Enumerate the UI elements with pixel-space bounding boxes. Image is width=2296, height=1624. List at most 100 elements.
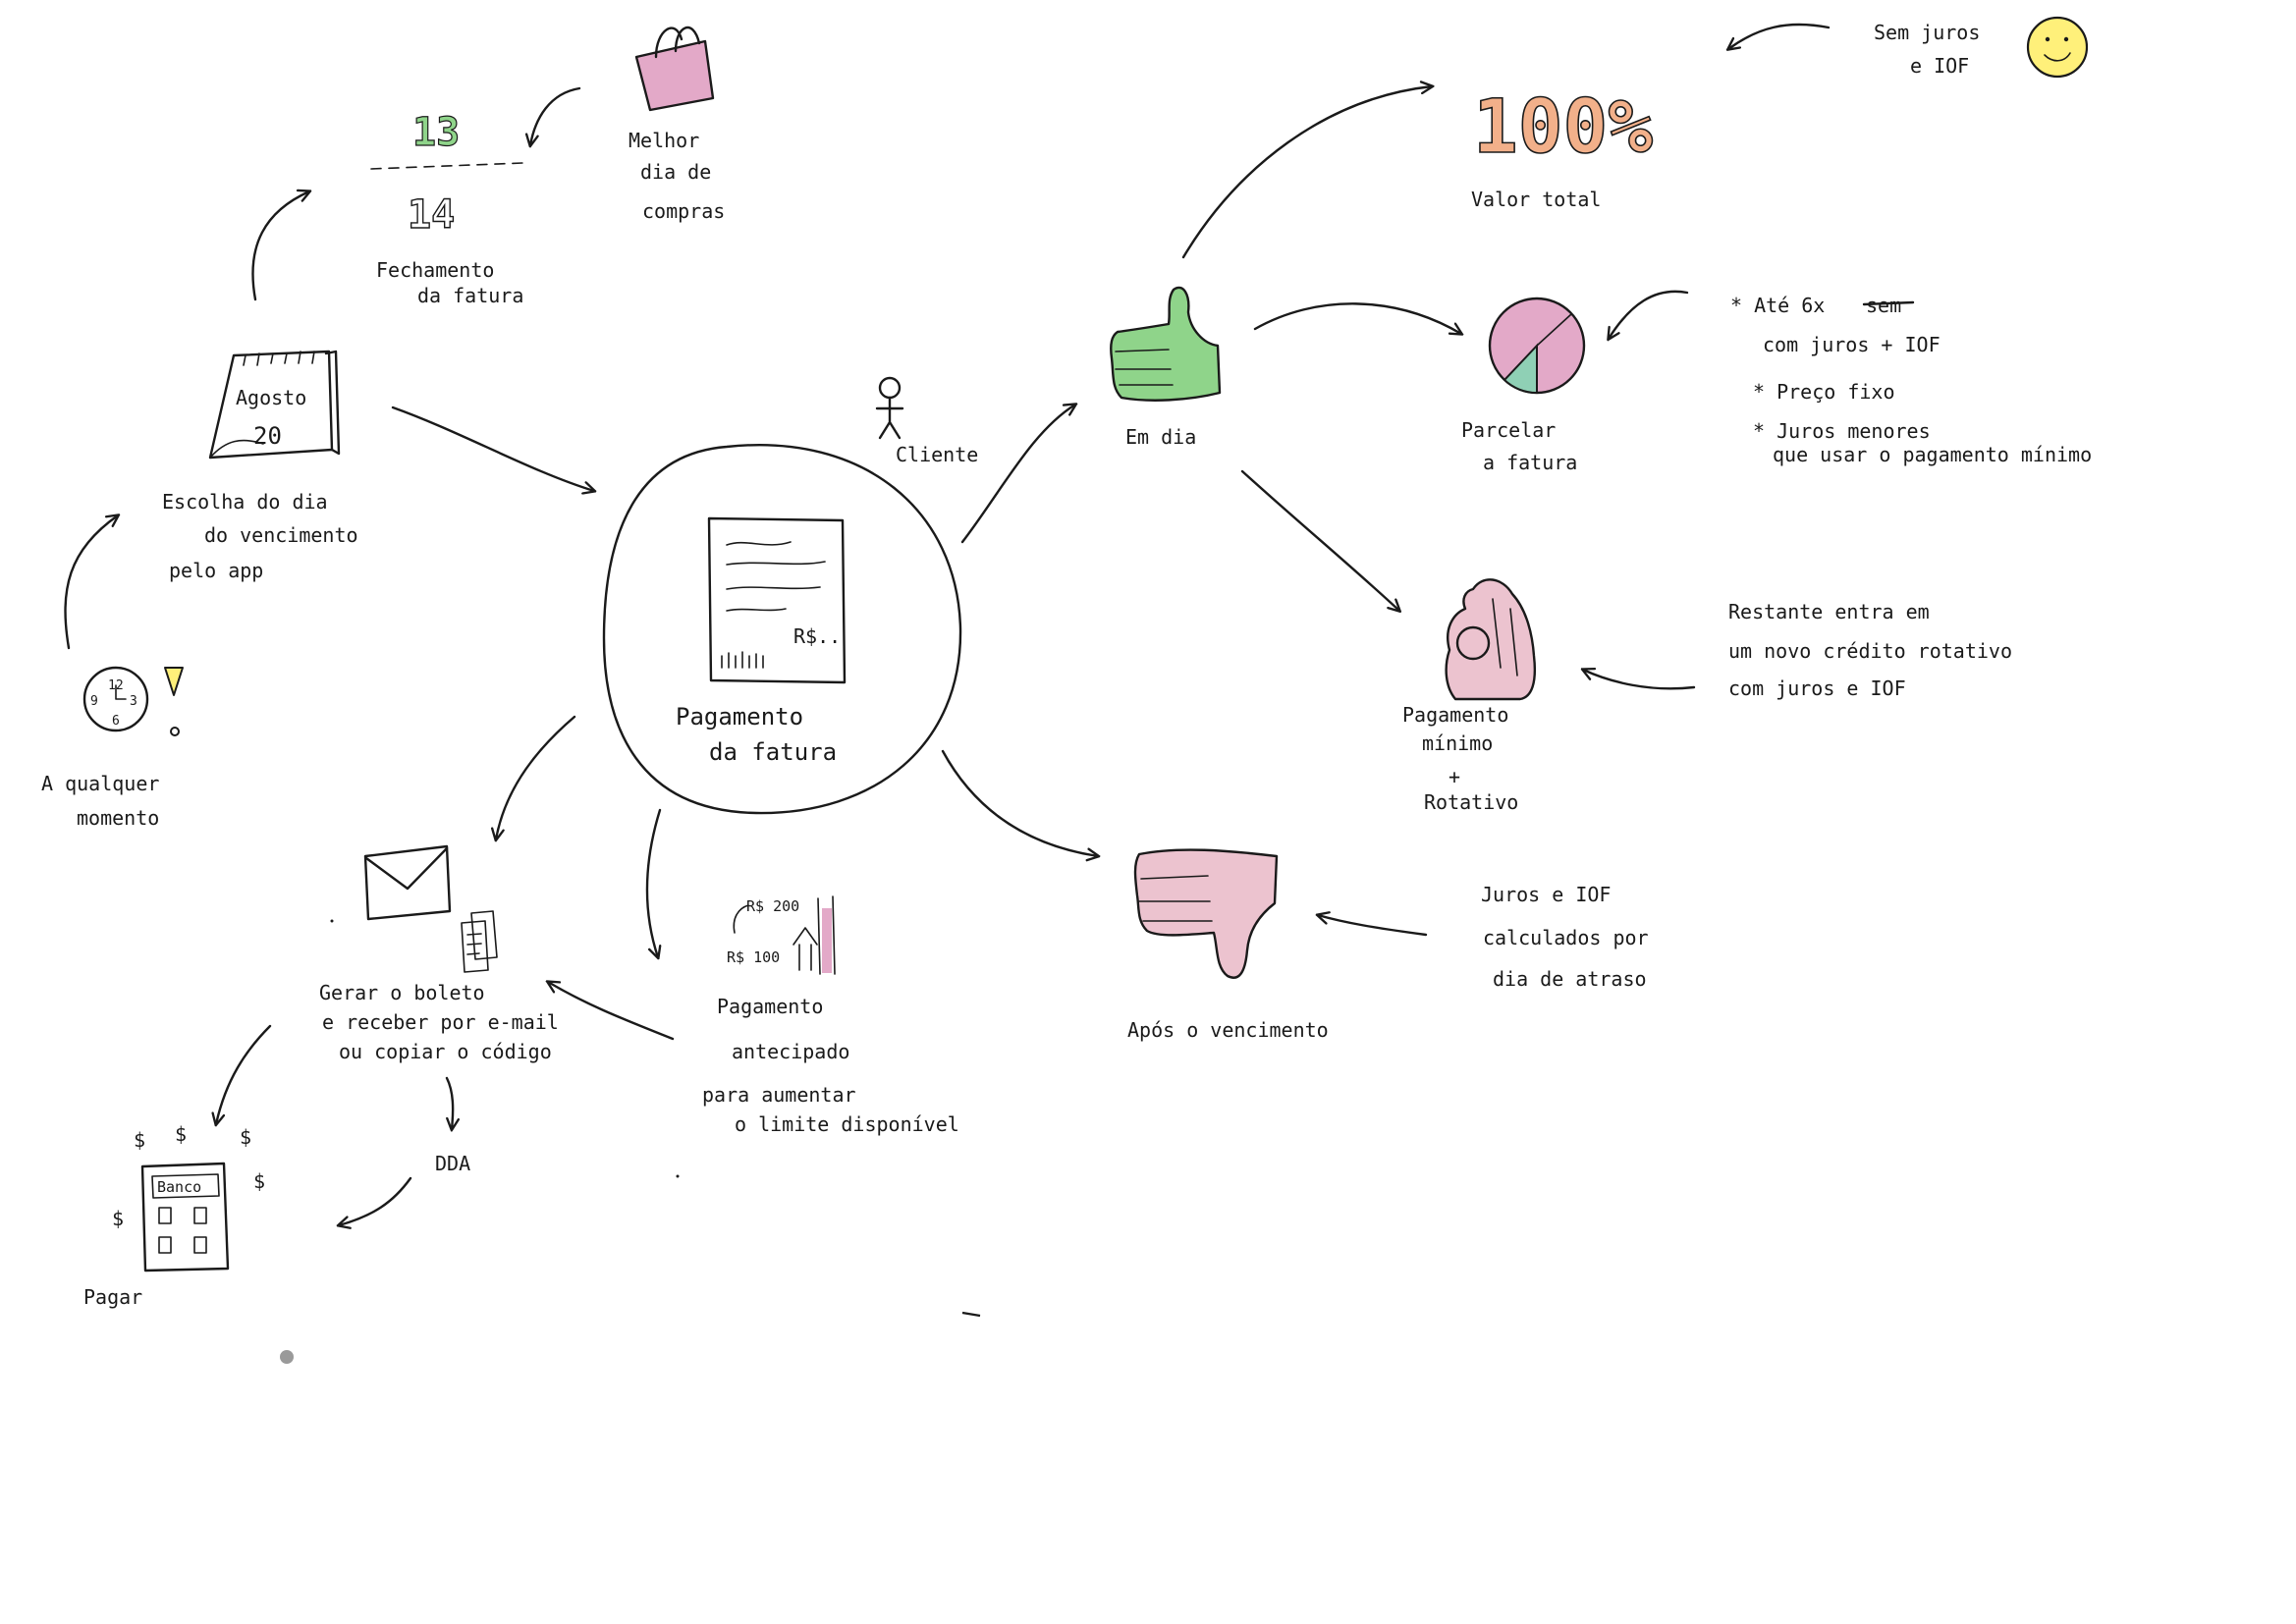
after-due-node: Após o vencimento Juros e IOF calculados… (1127, 848, 1649, 1042)
advance-node: R$ 200 R$ 100 Pagamento antecipado para … (702, 895, 959, 1136)
invoice-amount: R$.. (793, 624, 841, 648)
client-figure: Cliente (875, 376, 978, 466)
best-day-line2: dia de (640, 160, 711, 184)
arrow-note-to-afterdue (1318, 915, 1428, 937)
document-copy-icon (461, 910, 498, 973)
calendar-month: Agosto (236, 386, 306, 409)
closing-divider (370, 162, 523, 170)
installments-note-crossed: sem (1866, 294, 1901, 317)
limit-bar-icon: R$ 200 R$ 100 (727, 895, 836, 975)
center-circle (602, 444, 962, 815)
installments-strike (1862, 300, 1915, 306)
clock-icon: 12 3 6 9 (82, 666, 149, 732)
arrow-ontime-to-installments (1253, 302, 1461, 334)
full-payment-node: 100% Valor total Sem juros e IOF (1471, 16, 2089, 211)
full-label: Valor total (1471, 188, 1601, 211)
best-day-node: Melhor dia de compras (629, 26, 725, 223)
clock-3: 3 (130, 694, 137, 709)
best-day-line3: compras (642, 199, 725, 223)
installments-note-line5: que usar o pagamento mínimo (1773, 443, 2092, 466)
clock-6: 6 (112, 714, 120, 729)
dda-label: DDA (435, 1152, 470, 1175)
minimum-line3: Rotativo (1424, 790, 1518, 814)
installments-line1: Parcelar (1461, 418, 1556, 442)
boleto-line1: Gerar o boleto (319, 981, 485, 1004)
bank-node: Banco $ $ $ $ $ Pagar (83, 1122, 265, 1309)
bank-building-icon: Banco (140, 1162, 230, 1272)
arrow-boleto-to-dda (445, 1076, 453, 1129)
minimum-line1: Pagamento (1402, 703, 1508, 727)
center-title-line1: Pagamento (676, 703, 803, 731)
on-time-label: Em dia (1125, 425, 1196, 449)
advance-line1: Pagamento (717, 995, 823, 1018)
advance-line3: para aumentar (702, 1083, 856, 1107)
best-day-line1: Melhor (629, 129, 699, 152)
calendar-label-line1: Escolha do dia (162, 490, 328, 514)
anytime-node: 12 3 6 9 A qualquer momento (41, 666, 184, 830)
arrow-note-to-minimum (1583, 670, 1696, 690)
arrow-advance-to-boleto (548, 982, 675, 1041)
after-due-note-line1: Juros e IOF (1481, 883, 1611, 906)
arrow-boleto-to-bank (216, 1024, 272, 1124)
client-head (878, 376, 902, 400)
minimum-node: Pagamento mínimo + Rotativo Restante ent… (1402, 578, 2012, 814)
ok-hand-icon (1445, 578, 1536, 701)
dollar-2: $ (175, 1122, 187, 1146)
dollar-4: $ (112, 1207, 124, 1230)
minimum-plus: + (1449, 765, 1460, 788)
full-note-line2: e IOF (1910, 54, 1969, 78)
envelope-icon (363, 844, 452, 921)
closing-label-line2: da fatura (417, 284, 523, 307)
dollar-1: $ (134, 1128, 145, 1152)
arrow-bestday-to-closing (530, 86, 581, 145)
bank-sign: Banco (157, 1178, 201, 1196)
arrow-center-to-ontime (960, 405, 1075, 544)
installments-note-line3: * Preço fixo (1753, 380, 1895, 404)
calendar-icon: Agosto 20 (208, 350, 341, 460)
advance-top-value: R$ 200 (746, 897, 799, 915)
arrow-dda-to-bank (339, 1176, 412, 1225)
installments-note-line1: * Até 6x (1730, 294, 1825, 317)
shopping-bag-icon (634, 26, 715, 112)
closing-node: 13 14 Fechamento da fatura (370, 109, 523, 307)
center-node: R$.. Pagamento da fatura (602, 444, 962, 815)
boleto-node: Gerar o boleto e receber por e-mail ou c… (319, 844, 559, 1063)
calendar-node: Agosto 20 Escolha do dia do vencimento p… (162, 350, 358, 582)
exclamation-icon (164, 667, 184, 736)
closing-date-13: 13 (412, 110, 460, 155)
arrow-ontime-to-minimum (1240, 469, 1399, 611)
advance-line4: o limite disponível (735, 1112, 959, 1136)
center-title-line2: da fatura (709, 738, 837, 766)
calendar-label-line2: do vencimento (204, 523, 358, 547)
closing-label-line1: Fechamento (376, 258, 494, 282)
dollar-3: $ (240, 1125, 251, 1149)
arrow-note-to-installments (1609, 290, 1689, 339)
advance-bottom-value: R$ 100 (727, 948, 780, 966)
on-time-node: Em dia (1110, 286, 1222, 449)
installments-line2: a fatura (1483, 451, 1577, 474)
installments-note-line2: com juros + IOF (1763, 333, 1941, 356)
dda-node: DDA (435, 1152, 470, 1175)
boleto-line2: e receber por e-mail (322, 1010, 559, 1034)
invoice-icon: R$.. (707, 516, 847, 684)
bank-label: Pagar (83, 1285, 142, 1309)
connector-arrows (64, 23, 1831, 1225)
arrow-anytime-to-calendar (64, 515, 118, 650)
minimum-line2: mínimo (1422, 731, 1493, 755)
clock-9: 9 (90, 694, 98, 709)
minimum-note-line3: com juros e IOF (1728, 677, 1906, 700)
dollar-5: $ (253, 1169, 265, 1193)
smiley-face-icon (2026, 16, 2089, 79)
dollar-signs: $ $ $ $ $ (112, 1122, 265, 1230)
thumbs-up-icon (1110, 286, 1222, 402)
after-due-note-line2: calculados por (1483, 926, 1649, 949)
closing-date-14: 14 (408, 192, 455, 238)
calendar-label-line3: pelo app (169, 559, 263, 582)
pie-chart-icon (1488, 297, 1586, 395)
full-note-line1: Sem juros (1874, 21, 1980, 44)
anytime-line1: A qualquer (41, 772, 159, 795)
anytime-line2: momento (77, 806, 159, 830)
arrow-calendar-to-closing (251, 191, 309, 301)
